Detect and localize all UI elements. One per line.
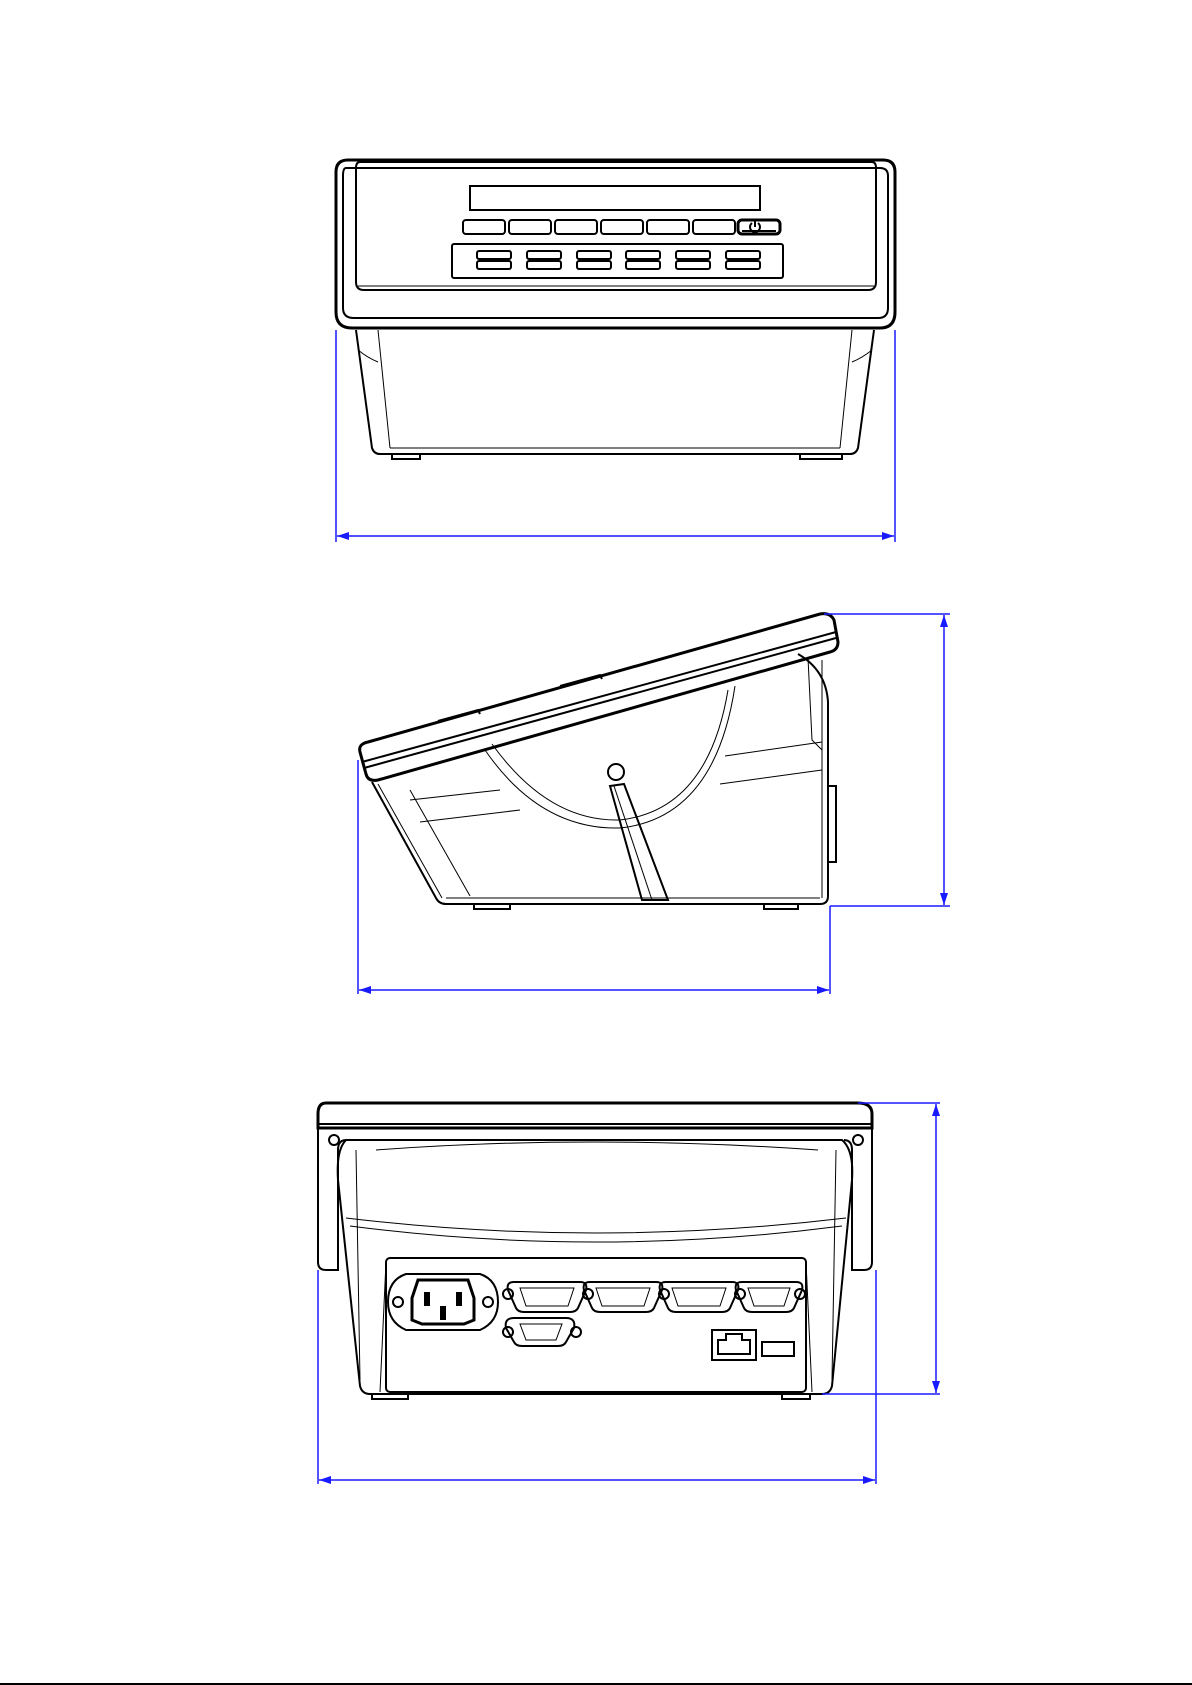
label-slot	[762, 1342, 794, 1356]
key	[626, 251, 660, 269]
power-icon	[742, 220, 776, 232]
rear-height-dimension	[822, 1103, 940, 1394]
key	[509, 220, 551, 234]
key	[477, 251, 511, 269]
key	[463, 220, 505, 234]
serial-port	[736, 1282, 805, 1312]
side-view	[358, 614, 950, 994]
front-view	[336, 160, 895, 542]
serial-port	[584, 1282, 669, 1312]
rear-connector-profile	[828, 786, 836, 862]
rear-left-ear	[318, 1128, 346, 1270]
side-height-dimension	[824, 614, 950, 906]
front-base	[356, 330, 874, 454]
top-key-row	[463, 220, 780, 234]
foot	[392, 454, 420, 459]
serial-port	[660, 1282, 745, 1312]
front-panel	[356, 162, 876, 290]
power-inlet	[388, 1274, 498, 1330]
ethernet-port	[712, 1330, 756, 1360]
display-window	[470, 186, 760, 210]
key	[647, 220, 689, 234]
screw	[853, 1135, 863, 1145]
key	[527, 251, 561, 269]
bottom-key-row	[477, 251, 760, 269]
key	[726, 251, 760, 269]
foot	[764, 904, 798, 909]
side-depth-dimension	[358, 760, 830, 994]
key	[601, 220, 643, 234]
foot	[474, 904, 510, 909]
foot	[800, 454, 842, 459]
stand-slot	[608, 764, 668, 900]
key	[693, 220, 735, 234]
serial-port	[503, 1282, 593, 1312]
foot	[782, 1394, 810, 1399]
front-width-dimension	[336, 330, 895, 542]
key	[676, 251, 710, 269]
rear-width-dimension	[318, 1270, 876, 1484]
key	[555, 220, 597, 234]
serial-port	[503, 1318, 581, 1346]
screw	[329, 1135, 339, 1145]
foot	[372, 1394, 408, 1399]
key	[577, 251, 611, 269]
rear-view	[318, 1103, 940, 1484]
